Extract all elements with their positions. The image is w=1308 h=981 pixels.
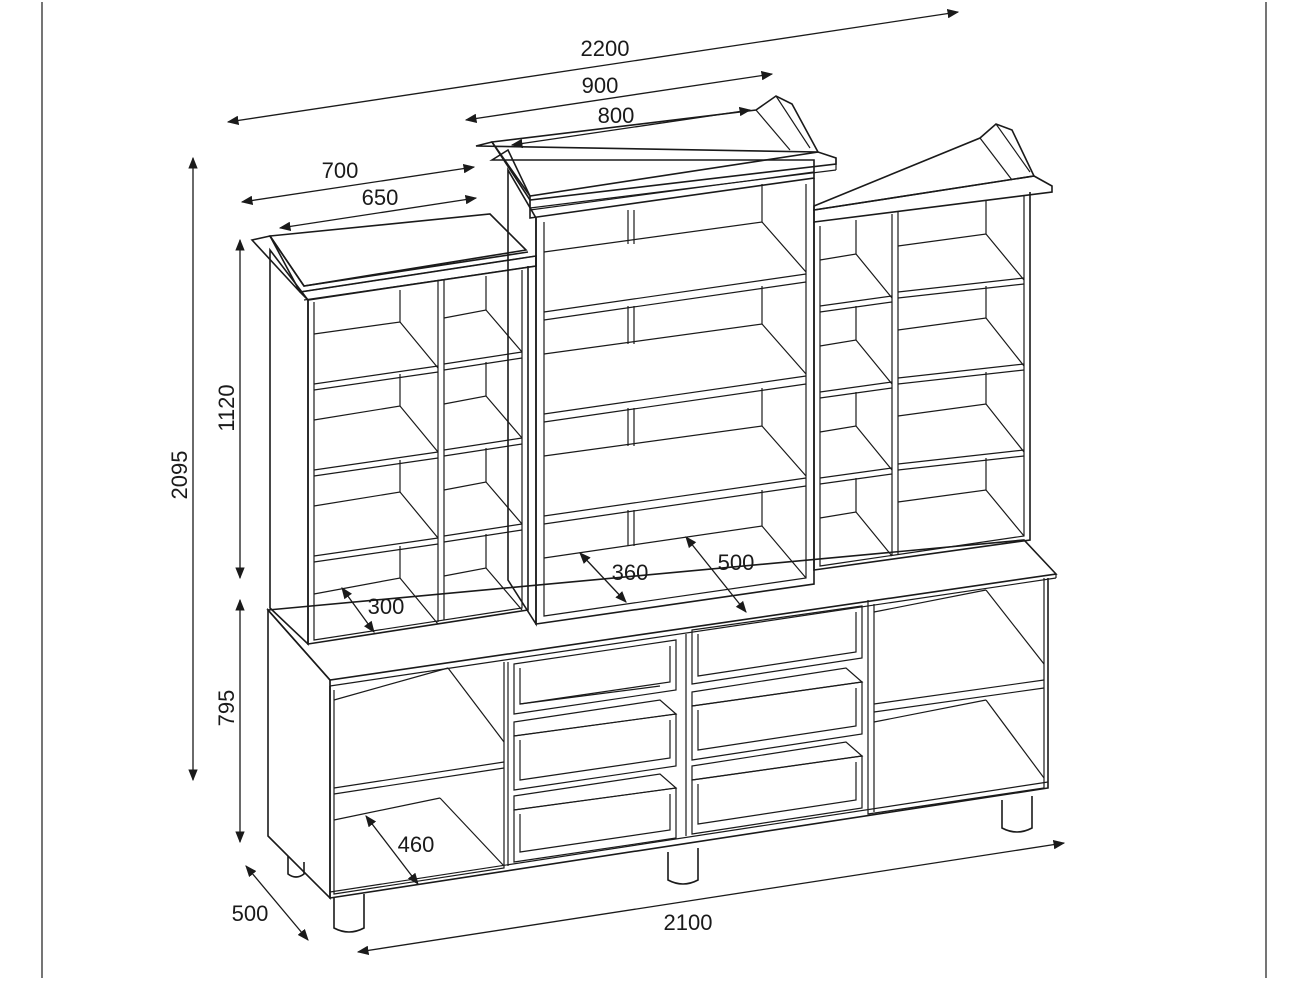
dim-line-460 [365,815,419,885]
dim-line-650 [278,194,478,232]
dim-795: 795 [214,690,239,727]
dim-800: 800 [598,103,635,128]
dim-2095: 2095 [167,451,192,500]
dim-650: 650 [362,185,399,210]
dim-2200: 2200 [581,36,630,61]
dim-700: 700 [322,158,359,183]
right-bookcase-shelves [819,200,1025,557]
dim-360: 360 [612,560,649,585]
lower-cabinet [266,539,1058,900]
center-bookcase-shelves [543,221,807,579]
left-upper-bookcase [250,213,537,646]
dimension-labels: 2200 900 800 700 650 2095 1120 795 300 3… [167,36,754,935]
dim-1120: 1120 [214,384,239,431]
dimension-lines [188,8,1066,956]
center-upper-bookcase [475,95,837,627]
dim-500-center: 500 [718,550,755,575]
dim-line-360 [579,552,627,603]
dim-900: 900 [582,73,619,98]
dim-460: 460 [398,832,435,857]
dim-line-300 [341,587,375,633]
dim-500-base: 500 [232,901,269,926]
dim-line-2200 [226,8,960,126]
page-border [41,2,1267,978]
drawer-column-right [691,605,864,835]
left-bookcase-shelves [313,276,523,625]
drawer-column-left [513,634,687,863]
dim-line-2100 [356,839,1066,956]
dim-line-500-center [685,536,747,613]
dim-line-500-base [245,865,309,941]
right-upper-bookcase [813,123,1053,571]
dim-2100: 2100 [664,910,713,935]
legs [287,796,1033,933]
